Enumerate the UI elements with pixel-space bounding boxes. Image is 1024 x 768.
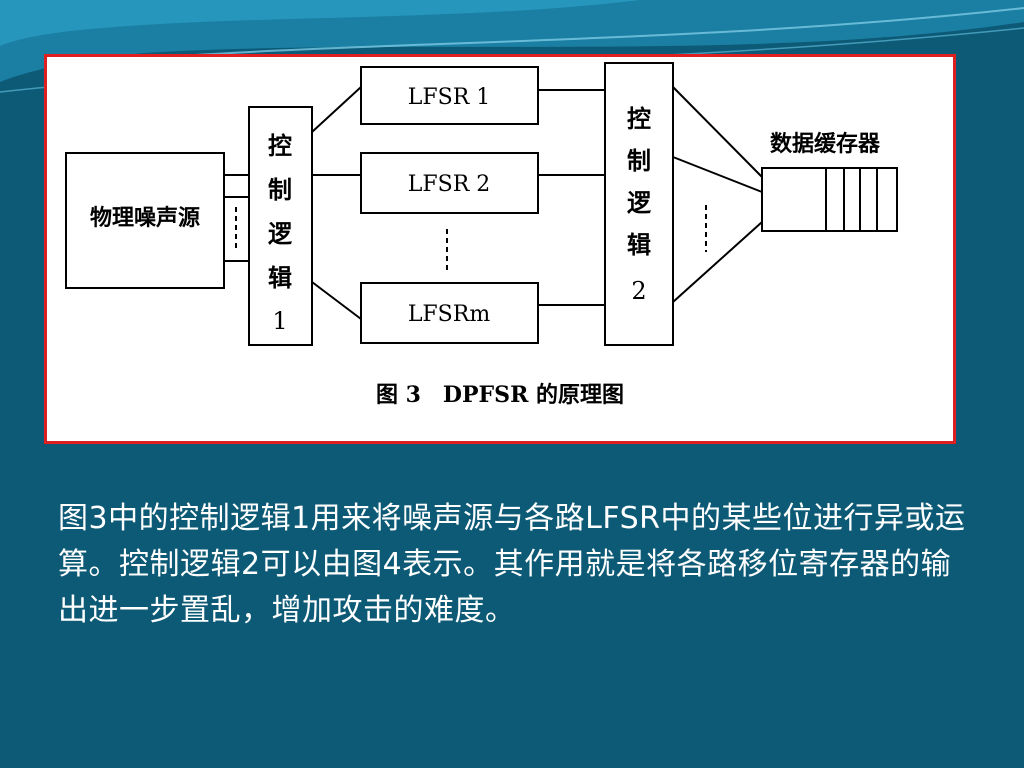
lfsr-m-box bbox=[360, 282, 539, 344]
control-logic-2-char: 辑 bbox=[627, 230, 651, 259]
data-buffer-label: 数据缓存器 bbox=[770, 131, 881, 157]
control-logic-1-char: 1 bbox=[272, 307, 287, 335]
control-logic-2-char: 逻 bbox=[627, 188, 652, 217]
control-logic-1-char: 控 bbox=[268, 131, 292, 160]
control-logic-1-label: 控 制 逻 辑 1 bbox=[268, 131, 293, 335]
lfsr-1-box bbox=[360, 66, 539, 125]
control-logic-2-box bbox=[604, 62, 674, 346]
body-paragraph: 图3中的控制逻辑1用来将噪声源与各路LFSR中的某些位进行异或运算。控制逻辑2可… bbox=[58, 501, 966, 628]
control-logic-1-char: 辑 bbox=[268, 263, 292, 292]
noise-source-box bbox=[65, 152, 225, 289]
figure-frame: 物理噪声源 控 制 逻 辑 1 LFSR 1 LFSR 2 LFSRm 控 制 … bbox=[44, 54, 956, 444]
dpfsr-diagram: 物理噪声源 控 制 逻 辑 1 LFSR 1 LFSR 2 LFSRm 控 制 … bbox=[65, 62, 898, 408]
lfsr-2-label: LFSR 2 bbox=[408, 172, 491, 197]
control-logic-2-label: 控 制 逻 辑 2 bbox=[627, 104, 652, 305]
control-logic-1-char: 制 bbox=[268, 175, 292, 204]
data-buffer-box bbox=[761, 167, 898, 232]
control-logic-2-char: 2 bbox=[631, 277, 646, 305]
control-logic-1-char: 逻 bbox=[268, 219, 293, 248]
control-logic-1-box bbox=[248, 106, 313, 346]
control-logic-2-char: 制 bbox=[627, 146, 651, 175]
lfsr-2-box bbox=[360, 152, 539, 214]
noise-source-label: 物理噪声源 bbox=[90, 205, 200, 231]
lfsr-1-label: LFSR 1 bbox=[408, 85, 491, 110]
lfsr-m-label: LFSRm bbox=[408, 302, 491, 327]
figure-caption: 图 3 DPFSR 的原理图 bbox=[376, 382, 624, 408]
control-logic-2-char: 控 bbox=[627, 104, 651, 133]
